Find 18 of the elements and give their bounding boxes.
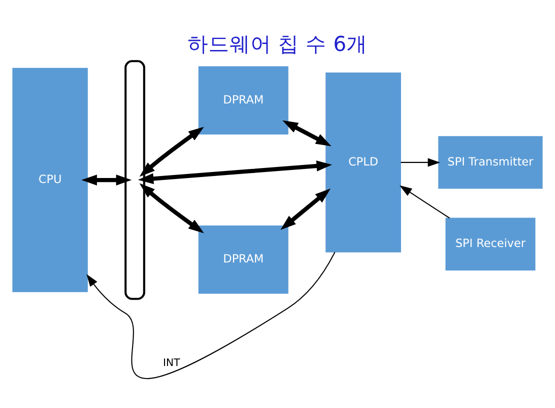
arrow: [280, 188, 331, 230]
node-box: DPRAM: [198, 66, 288, 134]
node-box: SPI Transmitter: [438, 136, 543, 188]
node-box: DPRAM: [198, 225, 288, 294]
node-bar: [124, 60, 146, 300]
node-box: CPLD: [326, 72, 402, 252]
edge-label: INT: [163, 356, 180, 369]
arrow: [81, 174, 132, 185]
arrow: [138, 160, 332, 184]
arrow: [86, 251, 336, 378]
arrow: [400, 184, 450, 218]
diagram-title: 하드웨어 칩 수 6개: [188, 31, 368, 56]
node-box: SPI Receiver: [445, 217, 536, 270]
arrow: [139, 126, 204, 176]
node-box: CPU: [12, 67, 88, 292]
arrow: [400, 158, 440, 166]
arrow: [139, 182, 204, 233]
arrow: [282, 120, 332, 146]
